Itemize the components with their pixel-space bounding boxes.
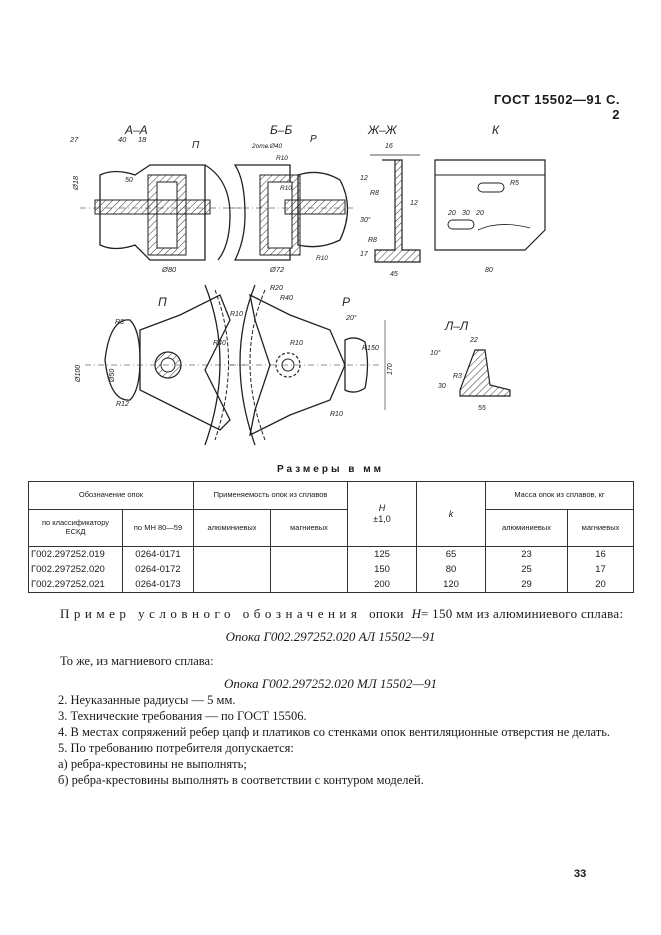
svg-text:R20: R20 [270,285,283,292]
col-mn: по МН 80—59 [122,509,194,547]
section-zhzh-view: Ж–Ж 16 12 12 R8 R8 30° 45 17 [360,123,421,278]
section-bb-view: Б–Б Р 2отв.Ø40 R10 R10 Ø72 R10 [230,123,355,274]
section-ll-label: Л–Л [444,319,469,333]
col-designation: Обозначение опок [28,481,194,510]
svg-text:Ø100: Ø100 [75,365,82,383]
svg-text:R10: R10 [280,185,292,192]
technical-drawing: А–А П 27 40 18 Ø18 Ø80 50 Б–Б Р 2отв.Ø40 [30,120,640,460]
view-p-plan: П R8 Ø100 Ø50 R12 R40 [75,284,245,446]
col-mass-al: алюминиевых [484,509,569,547]
note-item: 5. По требованию потребителя допускается… [58,741,294,755]
col-mass-mg: магниевых [567,509,634,547]
view-r-arrow-label: Р [310,134,317,145]
svg-text:20: 20 [475,210,484,217]
svg-text:17: 17 [360,251,369,258]
view-k: К R5 20 30 20 80 [434,123,546,274]
col-mass: Масса опок из сплавов, кг [485,481,634,510]
svg-text:Ø18: Ø18 [71,175,80,191]
col-eskd: по классификатору ЕСКД [28,509,123,547]
section-aa-label: А–А [124,123,148,137]
note-item: а) ребра-крестовины не выполнять; [58,757,247,771]
svg-text:R150: R150 [362,345,379,352]
svg-text:R10: R10 [290,340,303,347]
view-p-arrow-label: П [192,140,200,151]
section-ll-view: Л–Л 10° 22 R3 55 30 [430,319,511,412]
svg-text:R10: R10 [276,155,288,162]
section-aa-view: А–А П 27 40 18 Ø18 Ø80 50 [69,123,245,274]
svg-text:R10: R10 [316,255,328,262]
section-bb-label: Б–Б [270,123,292,137]
svg-text:R8: R8 [115,319,124,326]
table-row: Г002.297252.019 0264-0171 125 65 23 16 [28,546,634,562]
svg-text:30: 30 [462,210,470,217]
svg-text:55: 55 [478,405,486,412]
svg-text:22: 22 [469,337,478,344]
svg-text:R12: R12 [116,401,129,408]
note-item: 2. Неуказанные радиусы — 5 мм. [58,693,236,707]
col-app-al: алюминиевых [193,509,271,547]
drawing-svg: А–А П 27 40 18 Ø18 Ø80 50 Б–Б Р 2отв.Ø40 [69,123,546,446]
svg-text:170: 170 [387,363,394,375]
svg-text:R8: R8 [368,237,377,244]
svg-text:30°: 30° [360,216,371,224]
svg-text:R3: R3 [453,373,462,380]
table-row: Г002.297252.020 0264-0172 150 80 25 17 [28,562,634,577]
note-item: б) ребра-крестовины выполнять в соответс… [58,773,424,787]
designation-aluminum: Опока Г002.297252.020 АЛ 15502—91 [225,629,436,644]
view-p-label: П [158,295,167,309]
svg-text:30: 30 [438,383,446,390]
section-zhzh-label: Ж–Ж [367,123,398,137]
view-r-plan: Р R20 R40 R10 R10 R10 R150 170 20° [230,284,394,446]
svg-text:27: 27 [69,135,79,144]
table-title: Размеры в мм [276,464,385,475]
svg-text:R40: R40 [213,340,226,347]
svg-text:18: 18 [138,135,147,144]
svg-text:80: 80 [485,267,493,274]
col-k: k [416,481,486,547]
svg-text:Ø80: Ø80 [161,265,177,274]
col-app-mg: магниевых [270,509,348,547]
svg-text:R5: R5 [510,180,519,187]
table-row: Г002.297252.021 0264-0173 200 120 29 20 [28,577,634,593]
svg-text:12: 12 [410,200,418,207]
svg-text:16: 16 [385,143,393,150]
document-header: ГОСТ 15502—91 С. 2 [493,92,620,122]
example-designation-text: Пример условного обозначения опоки H= 15… [60,606,624,621]
svg-text:45: 45 [390,271,398,278]
svg-text:20°: 20° [345,314,357,322]
svg-text:10°: 10° [430,349,441,357]
col-applicability: Применяемость опок из сплавов [193,481,348,510]
svg-text:R8: R8 [370,190,379,197]
view-k-label: К [492,123,500,137]
svg-text:40: 40 [118,135,127,144]
svg-text:20: 20 [447,210,456,217]
dimensions-table: Обозначение опок Применяемость опок из с… [28,481,634,593]
same-magnesium-text: То же, из магниевого сплава: [60,654,214,668]
svg-text:R10: R10 [230,311,243,318]
designation-magnesium: Опока Г002.297252.020 МЛ 15502—91 [224,676,437,691]
note-item: 3. Технические требования — по ГОСТ 1550… [58,709,307,723]
svg-text:2отв.Ø40: 2отв.Ø40 [251,143,283,150]
svg-text:R10: R10 [330,411,343,418]
svg-text:12: 12 [360,175,368,182]
notes-list: 2. Неуказанные радиусы — 5 мм. 3. Технич… [28,692,628,788]
page-number: 33 [574,868,587,880]
note-item: 4. В местах сопряжений ребер цапф и плат… [58,725,611,739]
svg-text:50: 50 [125,177,133,184]
view-r-label: Р [342,295,350,309]
svg-text:Ø72: Ø72 [269,265,285,274]
svg-text:R40: R40 [280,295,293,302]
svg-text:Ø50: Ø50 [109,369,116,383]
col-h: H ±1,0 [347,481,417,547]
